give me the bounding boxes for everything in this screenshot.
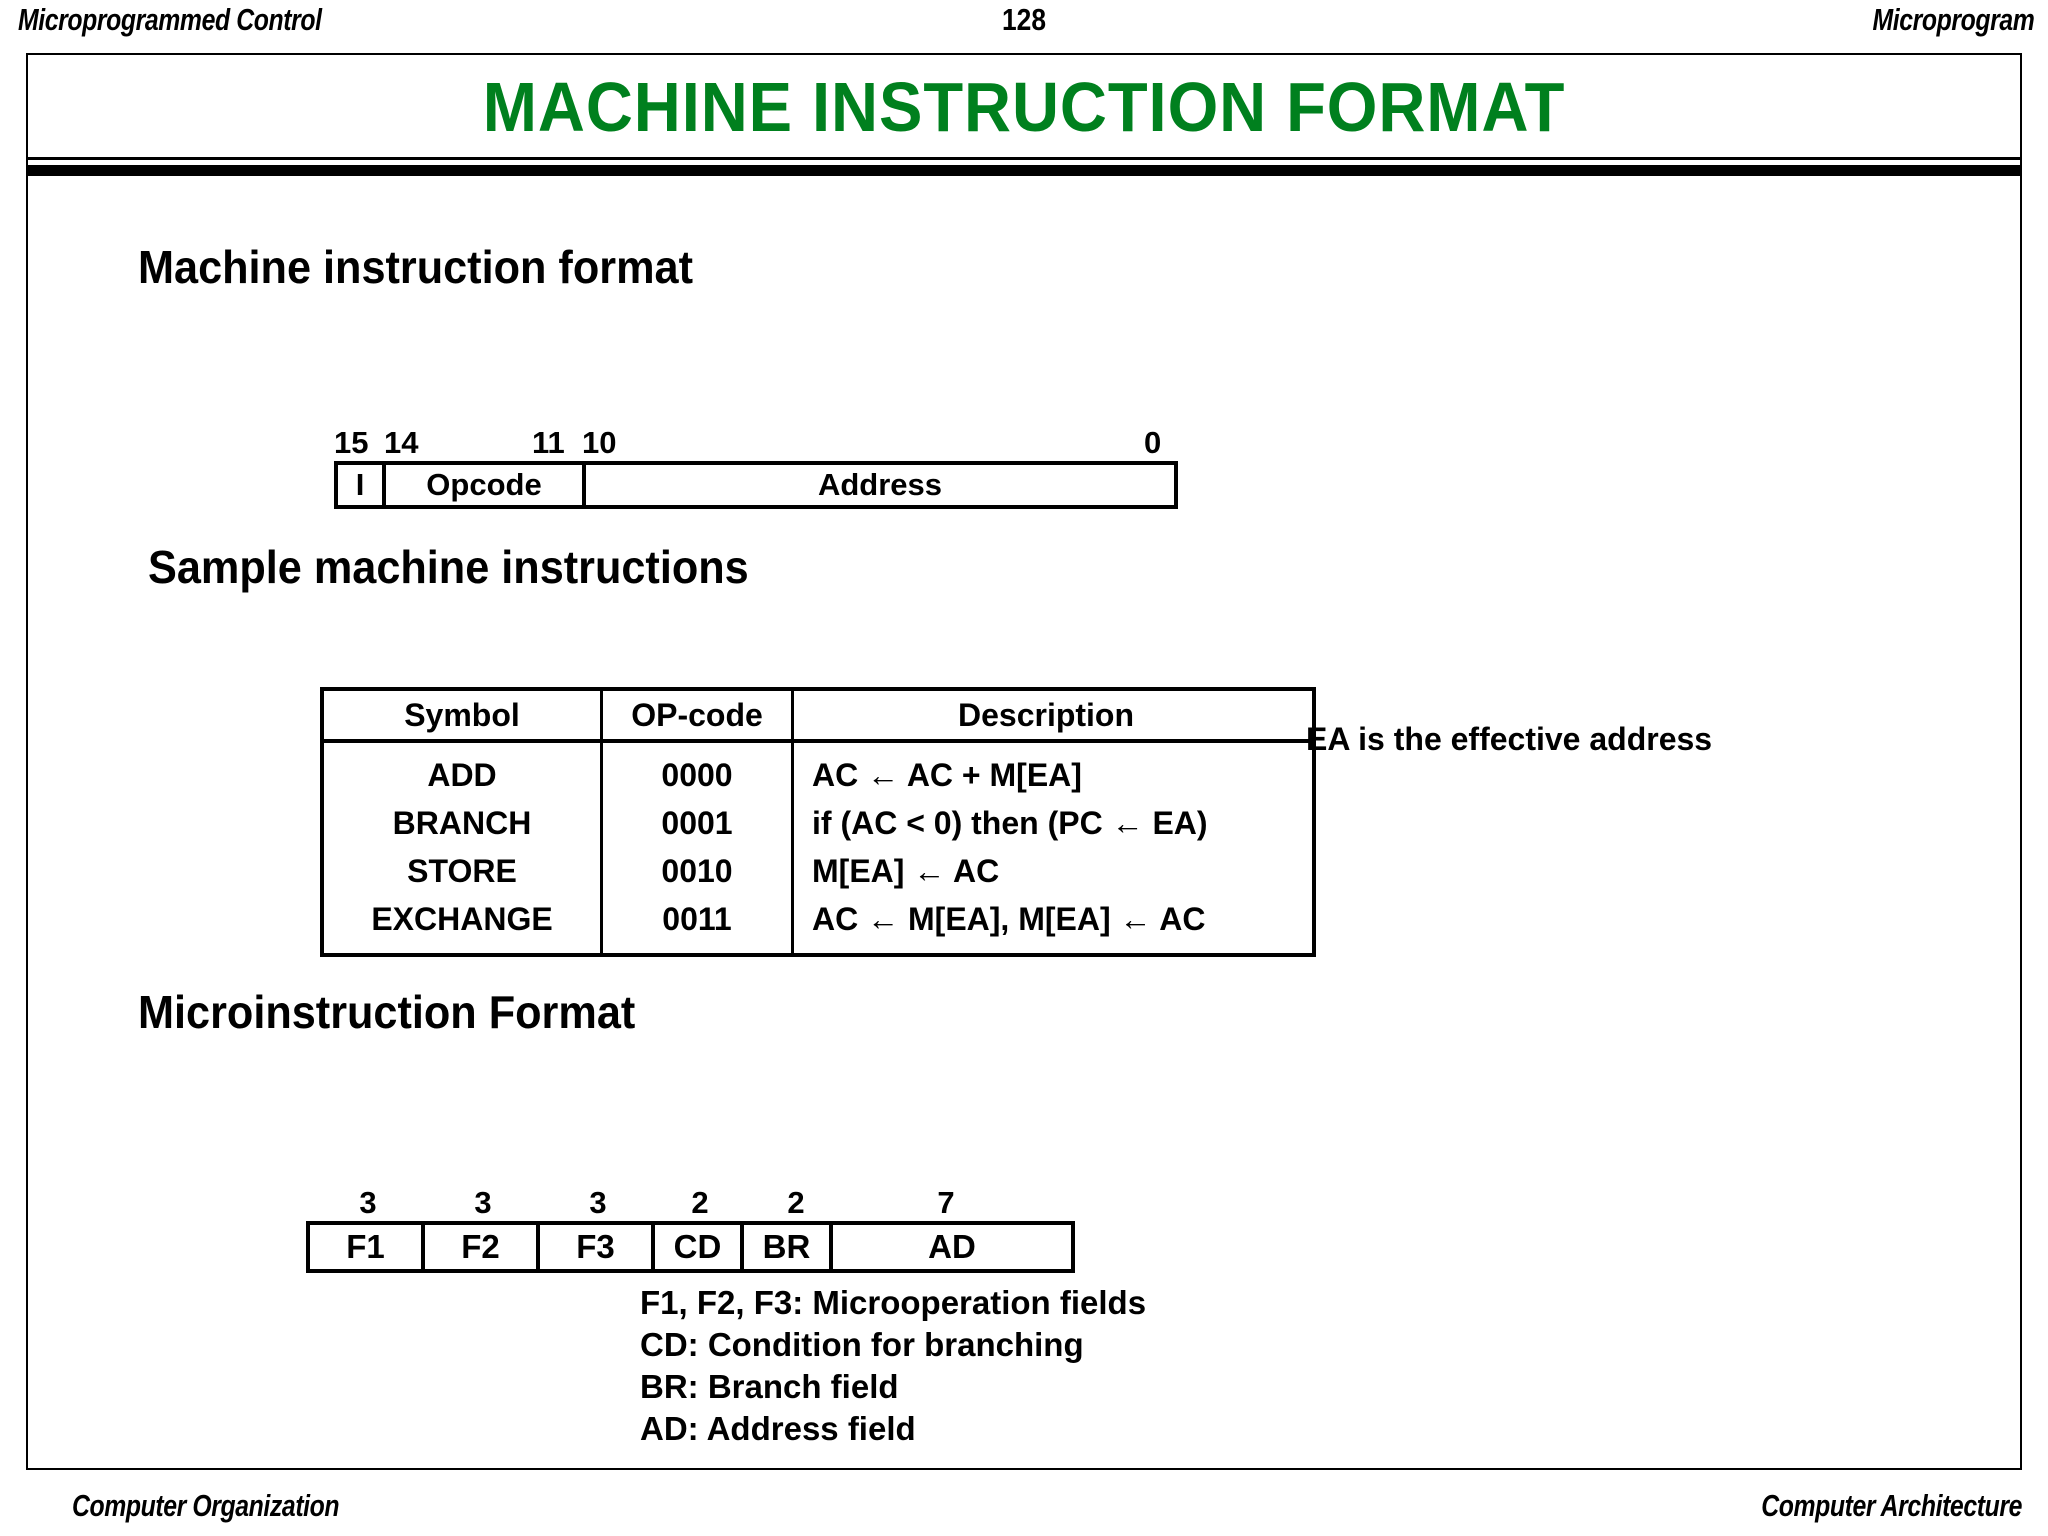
- machine-instruction-format-diagram: 15 14 11 10 0 I Opcode Address: [334, 425, 1178, 509]
- instruction-field-row: I Opcode Address: [334, 461, 1178, 509]
- running-foot-left: Computer Organization: [72, 1488, 340, 1523]
- width-label-br: 2: [787, 1185, 805, 1220]
- cell-description: M[EA] ← AC: [791, 847, 1316, 895]
- legend-line-address-field: AD: Address field: [640, 1410, 916, 1447]
- cell-symbol: BRANCH: [320, 799, 603, 847]
- bit-position-labels: 15 14 11 10 0: [334, 425, 1178, 461]
- running-head-left: Microprogrammed Control: [18, 2, 322, 37]
- bit-label-10: 10: [582, 425, 617, 460]
- legend-line-microoperation-fields: F1, F2, F3: Microoperation fields: [640, 1284, 1147, 1321]
- slide-frame: MACHINE INSTRUCTION FORMAT Machine instr…: [26, 53, 2022, 1470]
- field-br: BR: [744, 1225, 833, 1269]
- field-indirect-bit: I: [338, 465, 386, 505]
- width-label-f1: 3: [359, 1185, 377, 1220]
- running-head-right: Microprogram: [1872, 2, 2034, 37]
- title-divider-thick: [28, 165, 2020, 176]
- microinstruction-format-diagram: 3 3 3 2 2 7 F1 F2 F3 CD BR AD: [306, 1183, 1075, 1273]
- effective-address-note: EA is the effective address: [1306, 721, 1713, 757]
- table-row: ADD 0000 AC ← AC + M[EA]: [320, 741, 1316, 799]
- table-row: BRANCH 0001 if (AC < 0) then (PC ← EA): [320, 799, 1316, 847]
- running-foot-right: Computer Architecture: [1761, 1488, 2022, 1523]
- bit-label-14: 14: [384, 425, 419, 460]
- width-label-ad: 7: [937, 1185, 955, 1220]
- sample-instructions-table: Symbol OP-code Description ADD 0000 AC ←…: [320, 687, 1316, 957]
- microinstruction-legend: F1, F2, F3: Microoperation fields CD: Co…: [640, 1282, 1146, 1450]
- table-row: EXCHANGE 0011 AC ← M[EA], M[EA] ← AC: [320, 895, 1316, 955]
- cell-description: if (AC < 0) then (PC ← EA): [791, 799, 1316, 847]
- field-ad: AD: [928, 1228, 976, 1265]
- table-header-row: Symbol OP-code Description: [320, 689, 1316, 743]
- bit-label-11: 11: [532, 425, 565, 460]
- field-f3: F3: [540, 1225, 655, 1269]
- cell-opcode: 0011: [600, 895, 794, 955]
- microinstruction-field-row: F1 F2 F3 CD BR AD: [306, 1221, 1075, 1273]
- cell-opcode: 0000: [600, 741, 794, 799]
- cell-opcode: 0010: [600, 847, 794, 895]
- cell-symbol: ADD: [320, 741, 603, 799]
- cell-opcode: 0001: [600, 799, 794, 847]
- width-label-cd: 2: [691, 1185, 709, 1220]
- slide-title: MACHINE INSTRUCTION FORMAT: [482, 68, 1566, 146]
- legend-line-condition-branching: CD: Condition for branching: [640, 1326, 1084, 1363]
- cell-description: AC ← AC + M[EA]: [791, 741, 1316, 799]
- field-cd: CD: [655, 1225, 744, 1269]
- heading-machine-instruction-format: Machine instruction format: [138, 241, 693, 293]
- width-label-f2: 3: [474, 1185, 492, 1220]
- field-f2: F2: [425, 1225, 540, 1269]
- legend-line-branch-field: BR: Branch field: [640, 1368, 899, 1405]
- cell-symbol: EXCHANGE: [320, 895, 603, 955]
- title-divider-thin: [28, 157, 2020, 160]
- width-label-f3: 3: [589, 1185, 607, 1220]
- table-row: STORE 0010 M[EA] ← AC: [320, 847, 1316, 895]
- column-header-opcode: OP-code: [600, 689, 794, 743]
- field-address: Address: [817, 467, 943, 502]
- field-f1: F1: [310, 1225, 425, 1269]
- bit-label-0: 0: [1144, 425, 1162, 460]
- page-number: 128: [1002, 2, 1046, 37]
- bit-label-15: 15: [334, 425, 369, 460]
- heading-sample-machine-instructions: Sample machine instructions: [148, 541, 749, 593]
- field-width-labels: 3 3 3 2 2 7: [306, 1183, 1075, 1221]
- column-header-description: Description: [791, 689, 1316, 743]
- column-header-symbol: Symbol: [320, 689, 603, 743]
- field-opcode: Opcode: [386, 465, 586, 505]
- heading-microinstruction-format: Microinstruction Format: [138, 986, 636, 1038]
- cell-symbol: STORE: [320, 847, 603, 895]
- cell-description: AC ← M[EA], M[EA] ← AC: [791, 895, 1316, 955]
